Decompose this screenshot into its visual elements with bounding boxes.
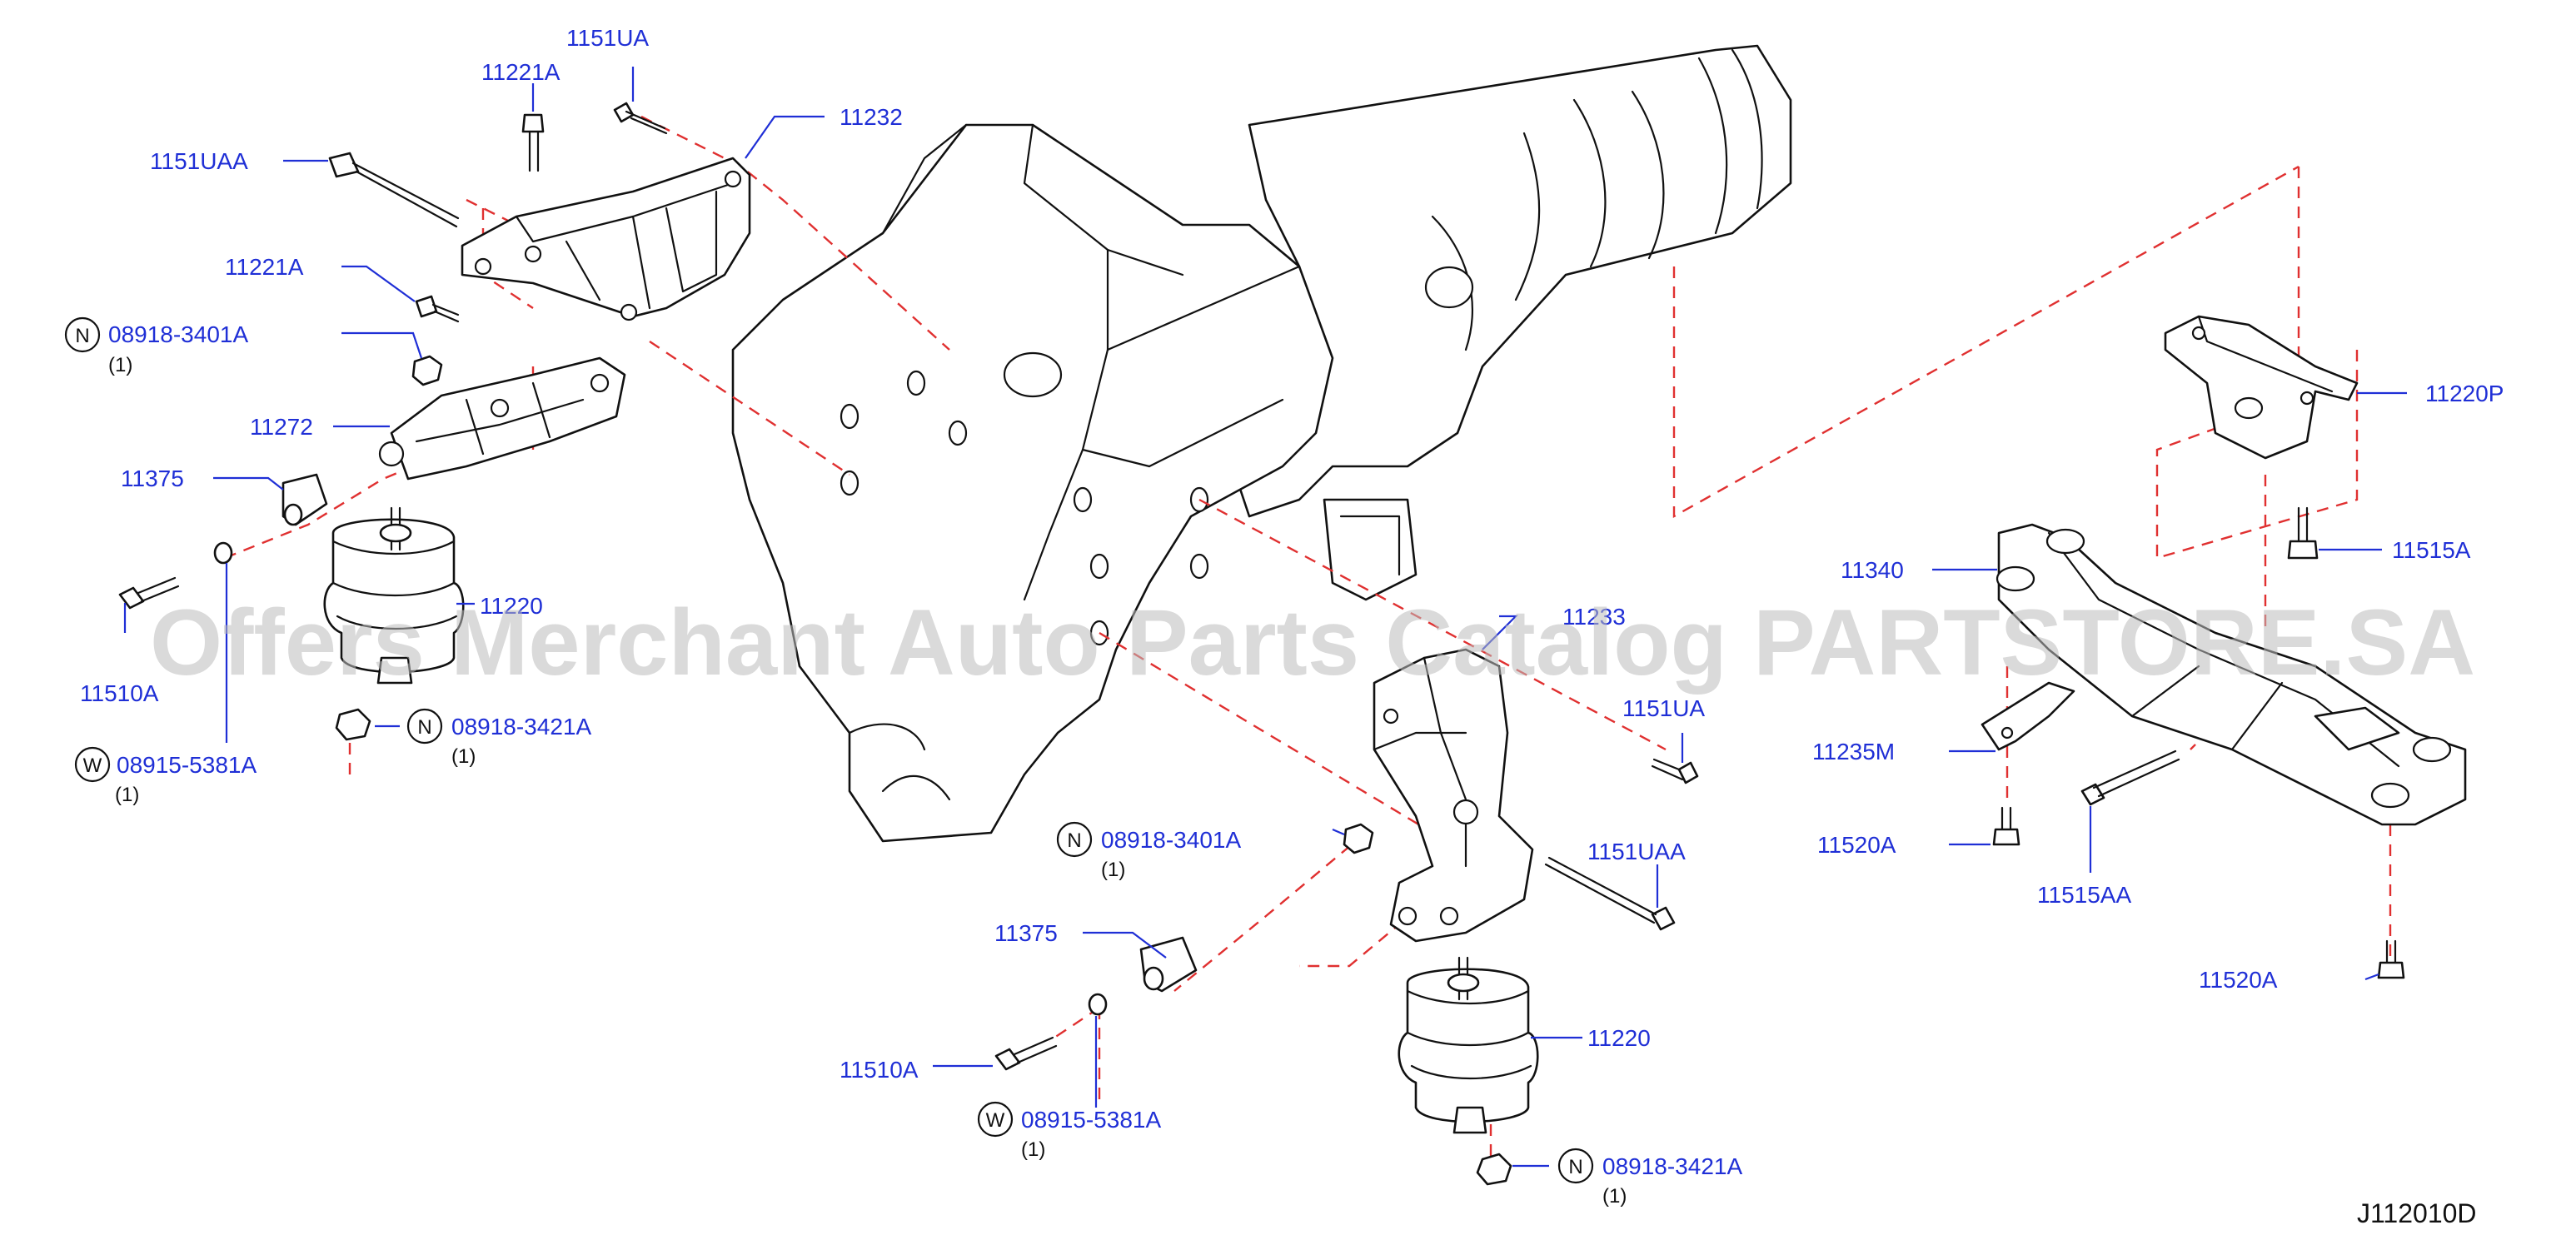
nut-08918-3401A-center: [1343, 823, 1374, 854]
label-11272[interactable]: 11272: [250, 414, 313, 440]
label-1151UAA-right[interactable]: 1151UAA: [1587, 839, 1686, 864]
bolt-11520A-mid: [1992, 806, 2020, 846]
engine-bracket-11233: [1373, 648, 1534, 943]
bolt-11510A-center: [994, 1036, 1058, 1071]
label-11515A[interactable]: 11515A: [2392, 537, 2471, 563]
label-11220P[interactable]: 11220P: [2425, 381, 2504, 406]
washer-08915-5381A-center: [1088, 993, 1108, 1016]
label-11375-center[interactable]: 11375: [994, 920, 1058, 946]
qty-08918-3401A-center: (1): [1101, 859, 1125, 881]
prefix-n-08918-3421A-center: N: [1557, 1148, 1594, 1184]
label-11520A-mid[interactable]: 11520A: [1817, 832, 1896, 858]
nut-08918-3421A-left: [335, 708, 371, 741]
label-11510A-left[interactable]: 11510A: [80, 680, 159, 706]
watermark: Offers Merchant Auto Parts Catalog PARTS…: [150, 590, 2475, 695]
label-11235M[interactable]: 11235M: [1812, 739, 1895, 764]
bushing-11375-center: [1139, 936, 1198, 993]
label-08918-3401A-left[interactable]: 08918-3401A: [108, 321, 248, 347]
label-08918-3421A-left[interactable]: 08918-3421A: [451, 714, 591, 740]
nut-08918-3421A-center: [1476, 1153, 1512, 1186]
bolt-1151UAA-right: [1544, 856, 1676, 931]
prefix-n-08918-3421A-left: N: [406, 708, 443, 744]
washer-08915-5381A-left: [213, 541, 233, 565]
part-labels: 1151UA 11221A 1151UAA 11232 11221A 08918…: [80, 25, 2504, 1208]
qty-08915-5381A-left: (1): [115, 784, 139, 806]
bolt-11515A: [2287, 506, 2319, 560]
nut-08918-3401A-left: [411, 355, 443, 386]
label-08918-3421A-center[interactable]: 08918-3421A: [1602, 1153, 1742, 1179]
label-1151UAA-top[interactable]: 1151UAA: [150, 148, 248, 174]
engine-mount-11220-center: [1398, 956, 1539, 1134]
svg-text:W: W: [986, 1109, 1005, 1132]
label-08918-3401A-center[interactable]: 08918-3401A: [1101, 827, 1241, 853]
label-11520A-bottom[interactable]: 11520A: [2199, 967, 2278, 993]
engine-bracket-11232: [461, 157, 751, 321]
diagram-code: J112010D: [2357, 1198, 2477, 1228]
bolt-1151UA-top: [613, 102, 668, 135]
bolt-11515AA: [2080, 749, 2180, 806]
label-1151UA-top[interactable]: 1151UA: [566, 25, 649, 51]
bushing-11375-left: [282, 473, 328, 526]
label-11221A-top[interactable]: 11221A: [481, 59, 561, 85]
label-1151UA-right[interactable]: 1151UA: [1622, 695, 1705, 721]
label-08915-5381A-left[interactable]: 08915-5381A: [117, 752, 257, 778]
qty-08918-3421A-left: (1): [451, 745, 476, 768]
insulator-11272: [378, 356, 626, 481]
label-11233[interactable]: 11233: [1562, 604, 1626, 630]
bolt-11520A-bottom: [2377, 939, 2405, 979]
label-11340[interactable]: 11340: [1841, 557, 1904, 583]
prefix-n-08918-3401A-center: N: [1056, 821, 1093, 858]
svg-text:N: N: [417, 716, 431, 739]
engine-transmission-outline: [731, 44, 1792, 843]
svg-text:W: W: [83, 754, 102, 777]
engine-mount-11220-left: [323, 506, 465, 685]
label-08915-5381A-center[interactable]: 08915-5381A: [1021, 1107, 1161, 1133]
qty-08918-3401A-left: (1): [108, 354, 132, 376]
bracket-11235M: [1981, 681, 2075, 751]
bolt-11510A-left: [118, 576, 180, 610]
svg-text:N: N: [1568, 1156, 1582, 1178]
qty-08918-3421A-center: (1): [1602, 1185, 1627, 1208]
bolt-1151UA-right: [1651, 758, 1699, 784]
label-11220-left[interactable]: 11220: [480, 593, 543, 619]
label-11220-center[interactable]: 11220: [1587, 1025, 1651, 1051]
bolt-1151UAA-top: [328, 152, 460, 228]
label-11375-left[interactable]: 11375: [121, 466, 184, 491]
label-11232[interactable]: 11232: [840, 104, 903, 130]
svg-text:N: N: [75, 325, 89, 347]
svg-text:N: N: [1067, 829, 1081, 852]
prefix-w-08915-5381A-left: W: [74, 746, 111, 783]
prefix-w-08915-5381A-center: W: [977, 1101, 1014, 1138]
prefix-n-08918-3401A-left: N: [64, 316, 101, 353]
prefix-marks: N N W N W N: [64, 316, 1594, 1184]
rear-mount-11220P: [2164, 315, 2359, 460]
leader-lines: [123, 67, 2407, 1168]
label-11221A-mid[interactable]: 11221A: [225, 254, 304, 280]
label-11510A-center[interactable]: 11510A: [840, 1057, 919, 1083]
bolt-11221A-mid: [415, 295, 460, 323]
qty-08915-5381A-center: (1): [1021, 1138, 1045, 1161]
label-11515AA[interactable]: 11515AA: [2037, 882, 2131, 908]
crossmember-11340: [1996, 523, 2467, 826]
bolt-11221A-top: [521, 113, 545, 172]
